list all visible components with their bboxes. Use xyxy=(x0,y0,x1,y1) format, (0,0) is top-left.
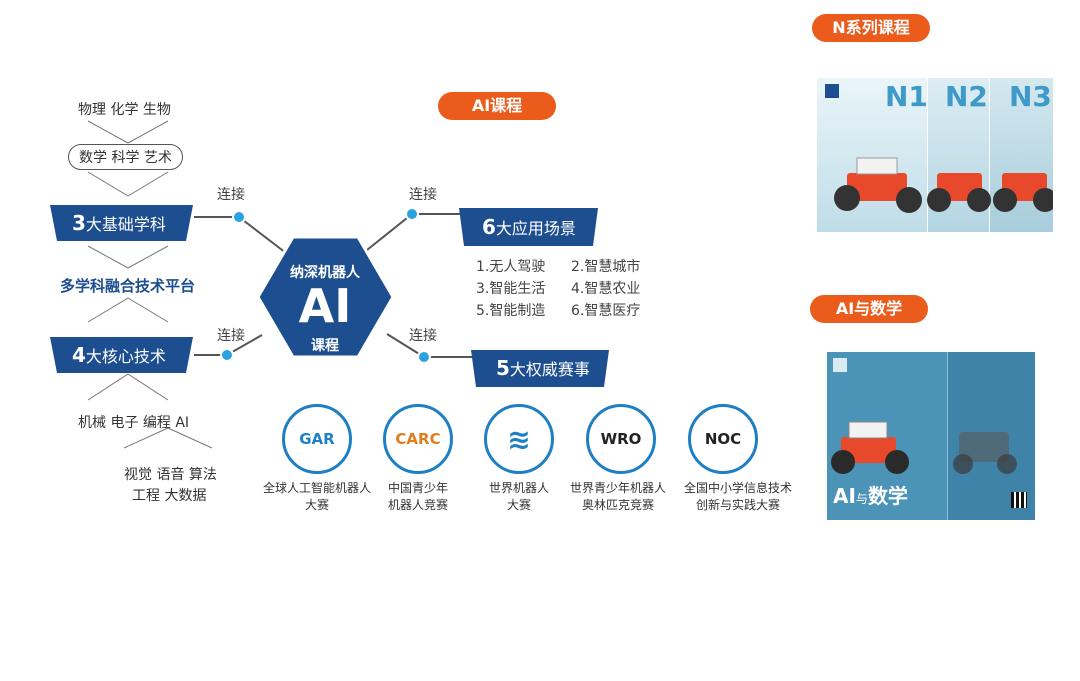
competition-name-line: 中国青少年 xyxy=(387,481,448,495)
tech-row-3: 工程 大数据 xyxy=(132,488,207,504)
connect-label-top-left: 连接 xyxy=(217,187,245,203)
competition-name-line: 全球人工智能机器人 xyxy=(262,481,371,495)
robot-car-icon xyxy=(834,157,1053,213)
qr-code-icon xyxy=(1011,492,1027,508)
scenes-box: 6大应用场景 xyxy=(482,208,576,246)
basic-subjects-box: 3大基础学科 xyxy=(72,205,166,241)
hexagon-subtitle: 课程 xyxy=(311,338,339,354)
scenes-number: 6 xyxy=(482,215,496,239)
ai-math-pill: AI与数学 xyxy=(810,295,928,323)
competition-name-line: 大赛 xyxy=(506,498,531,512)
core-tech-label: 大核心技术 xyxy=(85,347,166,366)
competition-name-line: 机器人竞赛 xyxy=(387,498,448,512)
competition-label: 全球人工智能机器人大赛 xyxy=(252,480,382,514)
competitions-number: 5 xyxy=(496,356,510,380)
competition-name-line: 奥林匹克竞赛 xyxy=(581,498,654,512)
poster-logo-icon xyxy=(825,84,839,98)
world-robot-logo-icon: ≋ xyxy=(484,404,554,474)
competition-name-line: 世界青少年机器人 xyxy=(569,481,666,495)
poster-n1-label: N1 xyxy=(885,80,928,113)
competition-label: 中国青少年机器人竞赛 xyxy=(353,480,483,514)
competition-name-line: 世界机器人 xyxy=(488,481,549,495)
app-item: 3.智能生活 xyxy=(476,281,546,297)
ai-course-pill: AI课程 xyxy=(438,92,556,120)
connect-label-bottom-right: 连接 xyxy=(409,328,437,344)
scenes-label: 大应用场景 xyxy=(495,219,576,238)
carc-logo-icon: CARC xyxy=(383,404,453,474)
ai-math-poster-title: AI与数学 xyxy=(833,480,908,509)
app-row: 5.智能制造 6.智慧医疗 xyxy=(476,300,666,322)
competition-label: 世界机器人大赛 xyxy=(454,480,584,514)
app-list: 1.无人驾驶 2.智慧城市 3.智能生活 4.智慧农业 5.智能制造 6.智慧医疗 xyxy=(476,256,666,322)
app-row: 3.智能生活 4.智慧农业 xyxy=(476,278,666,300)
noc-logo-icon: NOC xyxy=(688,404,758,474)
core-tech-box: 4大核心技术 xyxy=(72,337,166,373)
ai-math-poster: AI与数学 xyxy=(827,352,1035,520)
app-item: 4.智慧农业 xyxy=(571,281,641,297)
app-item: 6.智慧医疗 xyxy=(571,303,641,319)
connect-label-top-right: 连接 xyxy=(409,187,437,203)
tech-row-2: 视觉 语音 算法 xyxy=(124,467,217,483)
tech-row-1: 机械 电子 编程 AI xyxy=(78,415,190,431)
wro-logo-icon: WRO xyxy=(586,404,656,474)
poster-n3-label: N3 xyxy=(1009,80,1052,113)
poster-n2-label: N2 xyxy=(945,80,988,113)
hexagon-title: 纳深机器人 xyxy=(290,265,360,281)
app-item: 1.无人驾驶 xyxy=(476,259,546,275)
hexagon-ai: AI xyxy=(298,279,352,333)
poster-title-ai: AI xyxy=(833,484,856,508)
poster-logo-icon xyxy=(833,358,847,372)
competitions-box: 5大权威赛事 xyxy=(496,350,590,387)
subjects-row-1: 物理 化学 生物 xyxy=(78,102,171,118)
competition-name-line: 创新与实践大赛 xyxy=(695,498,780,512)
competition-name-line: 全国中小学信息技术 xyxy=(683,481,792,495)
robot-car-icon xyxy=(831,421,1017,474)
basic-subjects-label: 大基础学科 xyxy=(85,215,166,234)
competition-label: 全国中小学信息技术创新与实践大赛 xyxy=(673,480,803,514)
competitions-label: 大权威赛事 xyxy=(509,360,590,379)
poster-title-with: 与 xyxy=(855,492,868,506)
n-series-posters: N1 N2 N3 xyxy=(817,78,1053,232)
app-item: 5.智能制造 xyxy=(476,303,546,319)
competition-name-line: 大赛 xyxy=(304,498,329,512)
app-item: 2.智慧城市 xyxy=(571,259,641,275)
poster-title-math: 数学 xyxy=(867,484,908,508)
competition-label: 世界青少年机器人奥林匹克竞赛 xyxy=(553,480,683,514)
n-series-pill: N系列课程 xyxy=(812,14,930,42)
basic-subjects-number: 3 xyxy=(72,211,86,235)
platform-label: 多学科融合技术平台 xyxy=(60,277,196,295)
gar-logo-icon: GAR xyxy=(282,404,352,474)
core-tech-number: 4 xyxy=(72,343,86,367)
app-row: 1.无人驾驶 2.智慧城市 xyxy=(476,256,666,278)
connect-label-bottom-left: 连接 xyxy=(217,328,245,344)
subjects-row-2: 数学 科学 艺术 xyxy=(68,144,183,170)
